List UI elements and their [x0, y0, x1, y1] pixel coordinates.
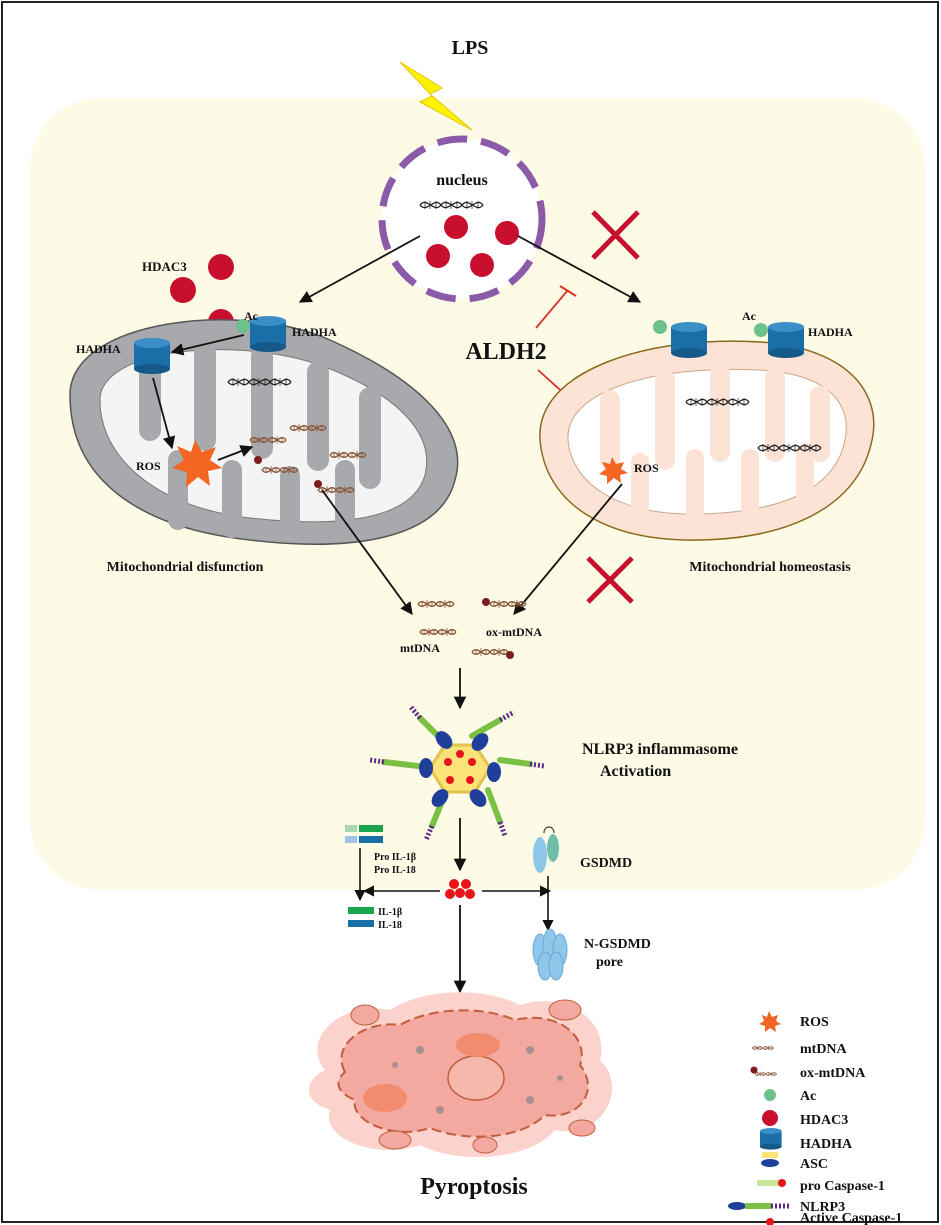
- mito-homeostasis-label: Mitochondrial homeostasis: [689, 560, 851, 575]
- ros-right-label: ROS: [634, 461, 659, 475]
- arrow-nucleus-to-left: [298, 235, 421, 303]
- mtdna-label: mtDNA: [400, 641, 440, 655]
- pyroptosis-label: Pyroptosis: [420, 1174, 528, 1200]
- arrow-deacetylation: [170, 334, 245, 356]
- oxidation-dot-icon: [506, 651, 514, 659]
- legend-label-ac-dot: Ac: [800, 1089, 816, 1104]
- hadha-right-label: HADHA: [808, 325, 853, 339]
- arrow-ox-mtdna-release: [513, 483, 623, 615]
- legend-icon-ac: [764, 1089, 776, 1101]
- ac-dot-icon: [754, 323, 768, 337]
- hdac3-circle-icon: [470, 253, 494, 277]
- legend-label-hadha-cylinder: HADHA: [800, 1137, 853, 1152]
- pro-il1b-label: Pro IL-1β: [374, 852, 416, 863]
- arrow-ros-to-mtdna: [217, 445, 254, 461]
- mito-dysfunction-label: Mitochondrial disfunction: [107, 560, 264, 575]
- hdac3-circle-icon: [170, 277, 196, 303]
- hdac3-circle-icon: [495, 221, 519, 245]
- ros-star-icon: [599, 457, 628, 484]
- hadha-cylinder-icon: [134, 338, 170, 374]
- hdac3-circle-icon: [444, 215, 468, 239]
- arrow-mtdna-release: [321, 489, 413, 616]
- legend-icon-hdac3: [762, 1110, 778, 1126]
- ros-left-label: ROS: [136, 459, 161, 473]
- legend-label-ros-star: ROS: [800, 1015, 829, 1030]
- mitochondrion-dysfunction: [69, 319, 459, 545]
- nucleus-label: nucleus: [436, 172, 488, 189]
- il18-icon: [348, 920, 374, 927]
- oxidation-dot-icon: [314, 480, 322, 488]
- oxidation-dot-icon: [254, 456, 262, 464]
- nlrp3-inflammasome: [369, 704, 545, 841]
- pro-il-icons: [345, 825, 383, 843]
- legend-icon-ros: [759, 1011, 781, 1032]
- ac-left-label: Ac: [244, 309, 259, 323]
- legend: [728, 1011, 790, 1225]
- mitochondrion-homeostasis: [539, 340, 875, 541]
- lightning-icon: [399, 61, 473, 131]
- pyroptotic-cell: [308, 992, 613, 1157]
- hadha-cylinder-icon: [768, 322, 804, 358]
- active-caspase1-cluster: [445, 879, 475, 899]
- nucleus: [378, 135, 546, 303]
- legend-label-asc: ASC: [800, 1157, 828, 1172]
- block-cross-icon: [591, 210, 640, 260]
- ox-mtdna-label: ox-mtDNA: [486, 625, 542, 639]
- gsdmd-icon: [533, 826, 559, 873]
- hdac3-circle-icon: [208, 254, 234, 280]
- legend-label-mtdna-helix: mtDNA: [800, 1042, 848, 1057]
- legend-icon-active-caspase1: [766, 1218, 774, 1225]
- oxidation-dot-icon: [482, 598, 490, 606]
- legend-icon-nlrp3: [728, 1202, 790, 1210]
- aldh2-label: ALDH2: [465, 339, 546, 365]
- gsdmd-label: GSDMD: [580, 856, 632, 871]
- inhibition-bar: [559, 285, 577, 297]
- hadha-left-b-label: HADHA: [292, 325, 337, 339]
- legend-label-pro-caspase1: pro Caspase-1: [800, 1179, 885, 1194]
- lps-label: LPS: [452, 37, 489, 59]
- legend-label-nlrp3: NLRP3: [800, 1200, 845, 1215]
- arrow-nucleus-to-right: [517, 235, 642, 303]
- arrow-hadha-to-ros: [152, 377, 176, 450]
- legend-label-ox-mtdna-helix: ox-mtDNA: [800, 1066, 866, 1081]
- legend-icon-asc: [761, 1152, 779, 1167]
- il1b-label: IL-1β: [378, 907, 402, 918]
- hdac3-circle-icon: [426, 244, 450, 268]
- ac-right-label: Ac: [742, 309, 757, 323]
- activation-label: Activation: [600, 763, 671, 780]
- n-gsdmd-pore-icon: [532, 928, 568, 981]
- pro-il18-label: Pro IL-18: [374, 865, 416, 876]
- il1b-icon: [348, 907, 374, 914]
- pore-label: pore: [596, 955, 623, 970]
- ac-dot-icon: [236, 319, 250, 333]
- legend-label-active-caspase1: Active Caspase-1: [800, 1211, 902, 1225]
- ros-star-icon: [172, 440, 222, 487]
- legend-icon-hadha: [760, 1128, 782, 1150]
- nlrp3-inflammasome-label: NLRP3 inflammasome: [582, 741, 738, 758]
- cell-background: [30, 98, 925, 890]
- legend-icon-pro-caspase1: [757, 1179, 786, 1187]
- block-cross-icon: [586, 556, 634, 604]
- n-gsdmd-label: N-GSDMD: [584, 937, 651, 952]
- legend-label-hdac3-circle: HDAC3: [800, 1113, 848, 1128]
- hadha-cylinder-icon: [671, 322, 707, 358]
- inhibition-line-nucleus: [535, 289, 569, 329]
- hdac3-label: HDAC3: [142, 259, 187, 274]
- hadha-left-a-label: HADHA: [76, 342, 121, 356]
- legend-icon-ox-dot: [750, 1066, 758, 1074]
- il18-label: IL-18: [378, 920, 402, 931]
- ac-dot-icon: [653, 320, 667, 334]
